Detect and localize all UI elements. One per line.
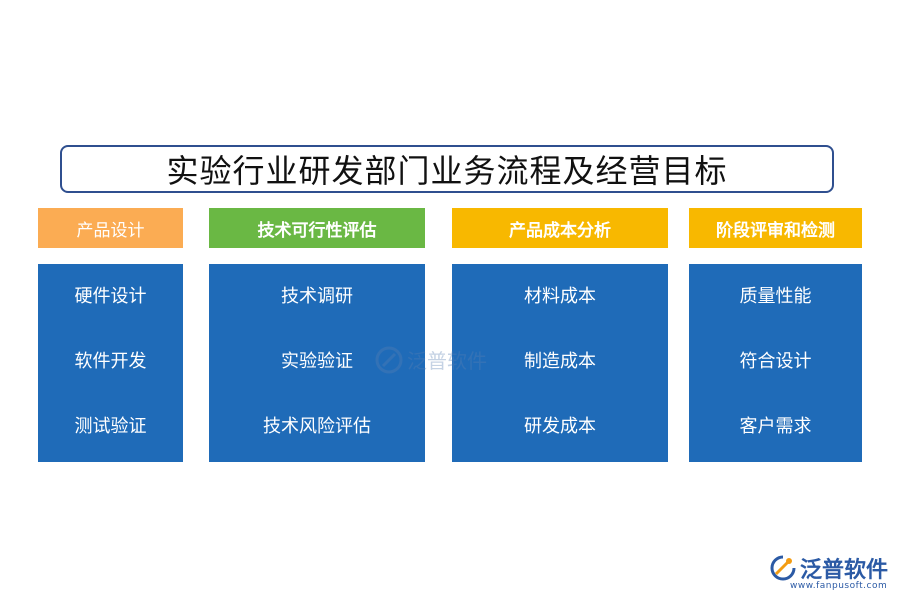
- column-header: 产品设计: [38, 208, 183, 248]
- diagram-title: 实验行业研发部门业务流程及经营目标: [60, 145, 834, 193]
- column-body: 技术调研 实验验证 技术风险评估: [209, 264, 425, 462]
- watermark: 泛普软件: [375, 345, 487, 374]
- column-item: 硬件设计: [74, 286, 147, 307]
- column-item: 研发成本: [524, 416, 596, 437]
- column-product-design: 产品设计 硬件设计 软件开发 测试验证: [38, 208, 183, 462]
- column-body: 材料成本 制造成本 研发成本: [452, 264, 668, 462]
- column-header: 技术可行性评估: [209, 208, 425, 248]
- column-feasibility: 技术可行性评估 技术调研 实验验证 技术风险评估: [209, 208, 425, 462]
- column-item: 技术风险评估: [263, 416, 371, 437]
- column-item: 客户需求: [739, 416, 812, 437]
- column-item: 测试验证: [74, 416, 147, 437]
- column-item: 软件开发: [74, 351, 147, 372]
- fanpu-logo-icon: [770, 555, 796, 581]
- logo-url: www.fanpusoft.com: [790, 581, 888, 591]
- fanpu-logo-icon: [375, 346, 403, 373]
- column-body: 硬件设计 软件开发 测试验证: [38, 264, 183, 462]
- column-body: 质量性能 符合设计 客户需求: [689, 264, 862, 462]
- column-header: 产品成本分析: [452, 208, 668, 248]
- column-item: 质量性能: [739, 286, 812, 307]
- column-item: 符合设计: [739, 351, 812, 372]
- column-cost-analysis: 产品成本分析 材料成本 制造成本 研发成本: [452, 208, 668, 462]
- column-review-testing: 阶段评审和检测 质量性能 符合设计 客户需求: [689, 208, 862, 462]
- column-item: 制造成本: [524, 351, 596, 372]
- brand-logo: 泛普软件: [770, 552, 888, 584]
- watermark-text: 泛普软件: [407, 349, 487, 373]
- column-header: 阶段评审和检测: [689, 208, 862, 248]
- logo-text: 泛普软件: [800, 558, 889, 583]
- column-item: 实验验证: [281, 351, 353, 372]
- column-item: 材料成本: [524, 286, 596, 307]
- column-item: 技术调研: [281, 286, 353, 307]
